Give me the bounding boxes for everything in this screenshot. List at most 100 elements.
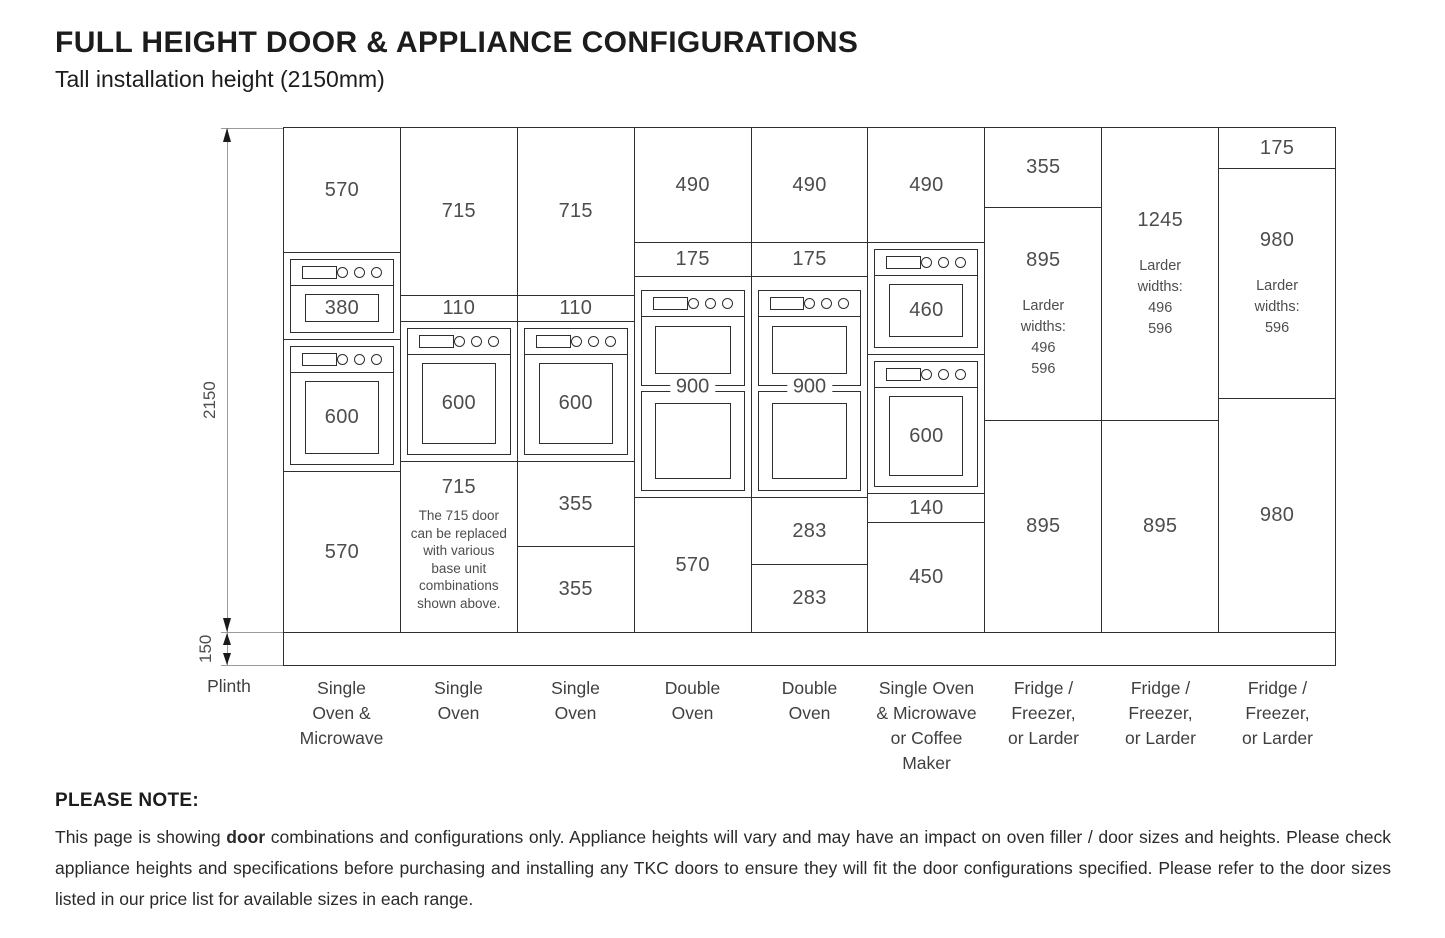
cell-value: 895 xyxy=(1026,248,1061,271)
knob-icon xyxy=(938,369,950,380)
double-oven-icon: 900 xyxy=(757,290,862,491)
door-cell: 175 xyxy=(751,243,868,277)
knob-icon xyxy=(955,257,967,268)
door-window: 600 xyxy=(421,363,496,444)
door-cell: 140 xyxy=(868,494,985,523)
cell-value: 110 xyxy=(442,297,476,319)
knob-icon xyxy=(570,336,582,347)
control-panel xyxy=(291,260,393,286)
knob-icon xyxy=(955,369,967,380)
control-panel xyxy=(875,362,978,388)
microwave-cell: 460 xyxy=(868,243,985,355)
display-icon xyxy=(652,297,688,310)
knob-icon xyxy=(604,336,616,347)
dimension-tick-bottom xyxy=(221,665,283,666)
cell-value: 355 xyxy=(558,578,593,600)
knob-icon xyxy=(370,354,382,365)
knob-icon xyxy=(704,298,716,309)
knob-icon xyxy=(487,336,499,347)
column-6: 490 460 600 140 450 xyxy=(868,128,986,632)
door-cell: 355 xyxy=(985,128,1102,208)
column-label: Single Oven & Microwave xyxy=(299,678,384,748)
column-label: Double Oven xyxy=(781,678,838,723)
oven-icon: 600 xyxy=(874,361,979,487)
column-label: Fridge / Freezer, or Larder xyxy=(1124,678,1196,748)
cell-value: 600 xyxy=(558,392,593,414)
door-cell: 283 xyxy=(752,565,868,632)
knob-icon xyxy=(353,354,365,365)
display-icon xyxy=(769,297,805,310)
cell-value: 570 xyxy=(675,553,710,576)
knob-icon xyxy=(470,336,482,347)
door-cell: 715 xyxy=(400,128,517,296)
door-cell: 175 xyxy=(1219,128,1336,169)
oven-icon: 600 xyxy=(290,346,394,465)
door-window: 460 xyxy=(889,284,964,337)
cell-value: 355 xyxy=(1026,156,1061,178)
note-text: This page is showing xyxy=(55,827,227,847)
larder-widths-text: Larder widths: 496 596 xyxy=(1137,257,1183,337)
cell-value: 600 xyxy=(324,406,360,428)
cell-value: 450 xyxy=(909,566,944,588)
arrowhead-down-icon xyxy=(223,653,231,665)
oven-icon: 600 xyxy=(523,328,628,455)
knob-icon xyxy=(938,257,950,268)
door-cell: 283 xyxy=(751,498,868,565)
oven-cell: 600 xyxy=(400,322,517,462)
door-cell: 490 xyxy=(751,128,868,243)
note-section: PLEASE NOTE: This page is showing door c… xyxy=(55,790,1391,915)
column-label: Single Oven xyxy=(434,678,483,723)
arrowhead-down-icon xyxy=(223,618,231,632)
cell-value: 490 xyxy=(909,173,944,196)
microwave-cell: 380 xyxy=(284,253,400,340)
cell-value: 570 xyxy=(324,178,360,201)
display-icon xyxy=(418,335,454,348)
cell-value: 600 xyxy=(909,424,944,447)
microwave-icon: 380 xyxy=(290,259,394,333)
cell-value: 570 xyxy=(324,540,360,563)
door-note-text: The 715 door can be replaced with variou… xyxy=(410,508,507,611)
door-window xyxy=(654,326,731,374)
cell-value: 895 xyxy=(1026,515,1061,537)
door-cell: 980 xyxy=(1219,399,1335,632)
knob-icon xyxy=(370,267,382,278)
knobs-icon xyxy=(336,354,382,365)
cell-value: 715 xyxy=(558,200,593,222)
cell-value: 175 xyxy=(675,248,710,270)
door-cell: 570 xyxy=(284,472,400,632)
note-heading: PLEASE NOTE: xyxy=(55,790,200,811)
double-oven-height-label: 900 xyxy=(669,375,716,399)
display-icon xyxy=(886,256,922,269)
door-window: 600 xyxy=(538,363,613,444)
control-panel xyxy=(407,329,510,355)
knobs-icon xyxy=(804,298,850,309)
knobs-icon xyxy=(921,369,967,380)
knobs-icon xyxy=(570,336,616,347)
door-cell: 490 xyxy=(634,128,751,243)
knobs-icon xyxy=(336,267,382,278)
knob-icon xyxy=(587,336,599,347)
cell-value: 175 xyxy=(792,248,827,270)
door-cell: 355 xyxy=(518,547,634,632)
cell-value: 283 xyxy=(792,587,827,609)
door-cell: 450 xyxy=(868,523,984,632)
dimension-tick-mid xyxy=(221,632,283,633)
oven-cell: 600 xyxy=(284,340,400,472)
control-panel xyxy=(875,250,978,276)
plinth-band xyxy=(283,632,1336,666)
double-oven-cell: 900 xyxy=(751,277,868,498)
door-window: 380 xyxy=(305,294,379,322)
door-cell: 895 xyxy=(1102,421,1218,632)
knob-icon xyxy=(838,298,850,309)
knob-icon xyxy=(687,298,699,309)
cell-value: 380 xyxy=(324,296,360,319)
